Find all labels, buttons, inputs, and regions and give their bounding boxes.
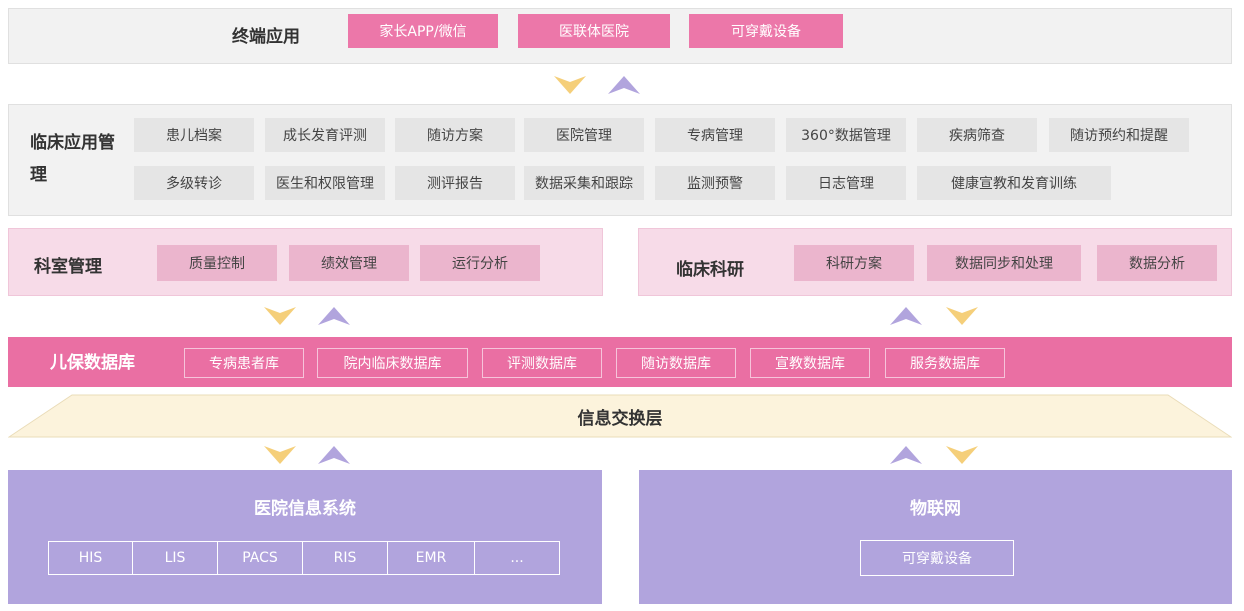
system-cell: PACS bbox=[217, 541, 303, 575]
down-arrow-icon bbox=[946, 446, 978, 464]
research-item: 数据同步和处理 bbox=[927, 245, 1081, 281]
clinical-item: 成长发育评测 bbox=[265, 118, 385, 152]
clinical-item: 医生和权限管理 bbox=[265, 166, 385, 200]
clinical-item: 测评报告 bbox=[395, 166, 515, 200]
info-exchange-title: 信息交换层 bbox=[577, 408, 663, 429]
up-arrow-icon bbox=[318, 307, 350, 325]
dept-item: 运行分析 bbox=[420, 245, 540, 281]
up-arrow-icon bbox=[890, 307, 922, 325]
clinical-research-title: 临床科研 bbox=[676, 260, 744, 280]
clinical-item: 疾病筛查 bbox=[917, 118, 1037, 152]
terminal-item-parent-app: 家长APP/微信 bbox=[348, 14, 498, 48]
terminal-item-alliance-hospital: 医联体医院 bbox=[518, 14, 670, 48]
system-cell: HIS bbox=[48, 541, 133, 575]
terminal-layer-title: 终端应用 bbox=[232, 27, 300, 47]
system-cell: EMR bbox=[387, 541, 475, 575]
up-arrow-icon bbox=[890, 446, 922, 464]
up-arrow-icon bbox=[318, 446, 350, 464]
down-arrow-icon bbox=[264, 446, 296, 464]
database-item: 专病患者库 bbox=[184, 348, 304, 378]
clinical-item: 专病管理 bbox=[655, 118, 775, 152]
system-cell: LIS bbox=[132, 541, 218, 575]
database-item: 院内临床数据库 bbox=[317, 348, 468, 378]
database-item: 服务数据库 bbox=[885, 348, 1005, 378]
child-health-database-layer bbox=[8, 337, 1232, 387]
info-exchange-layer-shape bbox=[8, 394, 1232, 438]
iot-wearable-cell: 可穿戴设备 bbox=[860, 540, 1014, 576]
research-item: 数据分析 bbox=[1097, 245, 1217, 281]
dept-item: 质量控制 bbox=[157, 245, 277, 281]
clinical-item: 随访方案 bbox=[395, 118, 515, 152]
terminal-item-wearable: 可穿戴设备 bbox=[689, 14, 843, 48]
clinical-item: 健康宣教和发育训练 bbox=[917, 166, 1111, 200]
down-arrow-icon bbox=[946, 307, 978, 325]
database-title: 儿保数据库 bbox=[50, 353, 135, 373]
iot-title: 物联网 bbox=[910, 498, 961, 519]
clinical-item: 多级转诊 bbox=[134, 166, 254, 200]
clinical-apps-title: 临床应用管理 bbox=[30, 133, 115, 185]
database-item: 宣教数据库 bbox=[750, 348, 870, 378]
hospital-info-system-panel bbox=[8, 470, 602, 604]
database-item: 评测数据库 bbox=[482, 348, 602, 378]
research-item: 科研方案 bbox=[794, 245, 914, 281]
dept-management-title: 科室管理 bbox=[34, 257, 102, 277]
up-arrow-icon bbox=[608, 76, 640, 94]
clinical-item: 医院管理 bbox=[524, 118, 644, 152]
system-cell: RIS bbox=[302, 541, 388, 575]
database-item: 随访数据库 bbox=[616, 348, 736, 378]
down-arrow-icon bbox=[554, 76, 586, 94]
down-arrow-icon bbox=[264, 307, 296, 325]
iot-panel bbox=[639, 470, 1232, 604]
clinical-item: 患儿档案 bbox=[134, 118, 254, 152]
clinical-item: 监测预警 bbox=[655, 166, 775, 200]
clinical-item: 360°数据管理 bbox=[786, 118, 906, 152]
clinical-item: 随访预约和提醒 bbox=[1049, 118, 1189, 152]
clinical-item: 数据采集和跟踪 bbox=[524, 166, 644, 200]
hospital-info-system-title: 医院信息系统 bbox=[254, 498, 356, 519]
dept-item: 绩效管理 bbox=[289, 245, 409, 281]
clinical-item: 日志管理 bbox=[786, 166, 906, 200]
system-cell: ... bbox=[474, 541, 560, 575]
